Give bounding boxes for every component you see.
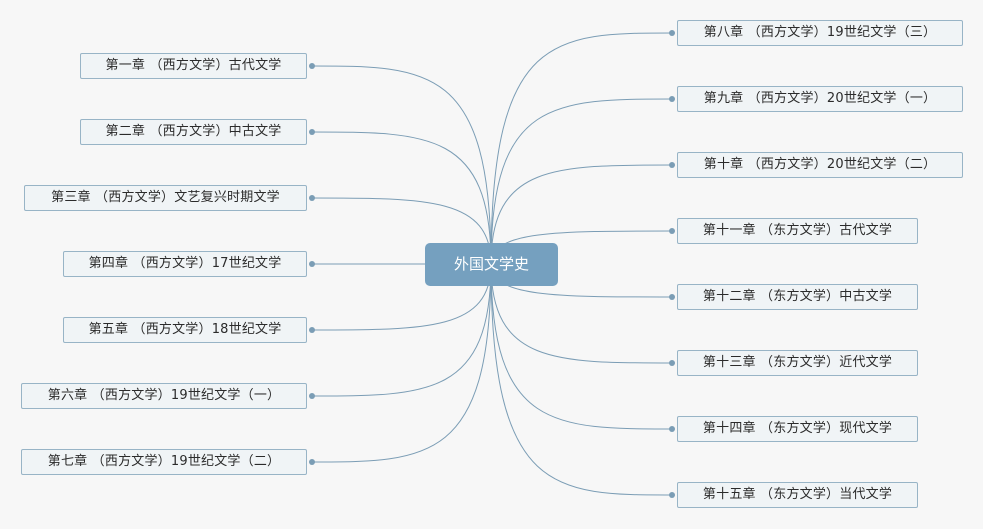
topic-left-3[interactable]: 第三章 （西方文学）文艺复兴时期文学 (24, 185, 307, 211)
connector-dot (669, 228, 675, 234)
connector-dot (309, 195, 315, 201)
root-node[interactable]: 外国文学史 (425, 243, 558, 286)
topic-right-12[interactable]: 第十二章 （东方文学）中古文学 (677, 284, 918, 310)
connector-topic-left-1 (311, 65, 492, 265)
topic-left-1[interactable]: 第一章 （西方文学）古代文学 (80, 53, 307, 79)
connector-topic-left-2 (311, 131, 492, 265)
connector-dot (669, 360, 675, 366)
connector-topic-left-6 (311, 263, 492, 397)
topic-right-14[interactable]: 第十四章 （东方文学）现代文学 (677, 416, 918, 442)
connector-dot (669, 96, 675, 102)
connector-dot (309, 393, 315, 399)
connector-dot (309, 327, 315, 333)
connector-dot (669, 294, 675, 300)
connector-topic-right-10 (490, 164, 673, 265)
topic-left-5[interactable]: 第五章 （西方文学）18世纪文学 (63, 317, 307, 343)
connector-topic-left-7 (311, 263, 492, 463)
topic-right-15[interactable]: 第十五章 （东方文学）当代文学 (677, 482, 918, 508)
topic-left-4[interactable]: 第四章 （西方文学）17世纪文学 (63, 251, 307, 277)
connector-dot (309, 261, 315, 267)
topic-right-11[interactable]: 第十一章 （东方文学）古代文学 (677, 218, 918, 244)
connector-dot (669, 426, 675, 432)
connector-topic-right-8 (490, 32, 673, 265)
connector-dot (309, 129, 315, 135)
connector-topic-left-3 (311, 197, 492, 265)
connector-dot (669, 492, 675, 498)
topic-right-10[interactable]: 第十章 （西方文学）20世纪文学（二） (677, 152, 963, 178)
topic-right-8[interactable]: 第八章 （西方文学）19世纪文学（三） (677, 20, 963, 46)
connector-dot (309, 63, 315, 69)
connector-topic-right-14 (490, 263, 673, 430)
connector-dot (669, 30, 675, 36)
connector-dot (309, 459, 315, 465)
topic-left-2[interactable]: 第二章 （西方文学）中古文学 (80, 119, 307, 145)
topic-right-9[interactable]: 第九章 （西方文学）20世纪文学（一） (677, 86, 963, 112)
connector-topic-right-13 (490, 263, 673, 364)
connector-dot (669, 162, 675, 168)
topic-right-13[interactable]: 第十三章 （东方文学）近代文学 (677, 350, 918, 376)
connector-topic-right-15 (490, 263, 673, 496)
topic-left-7[interactable]: 第七章 （西方文学）19世纪文学（二） (21, 449, 307, 475)
connector-topic-right-9 (490, 98, 673, 265)
topic-left-6[interactable]: 第六章 （西方文学）19世纪文学（一） (21, 383, 307, 409)
